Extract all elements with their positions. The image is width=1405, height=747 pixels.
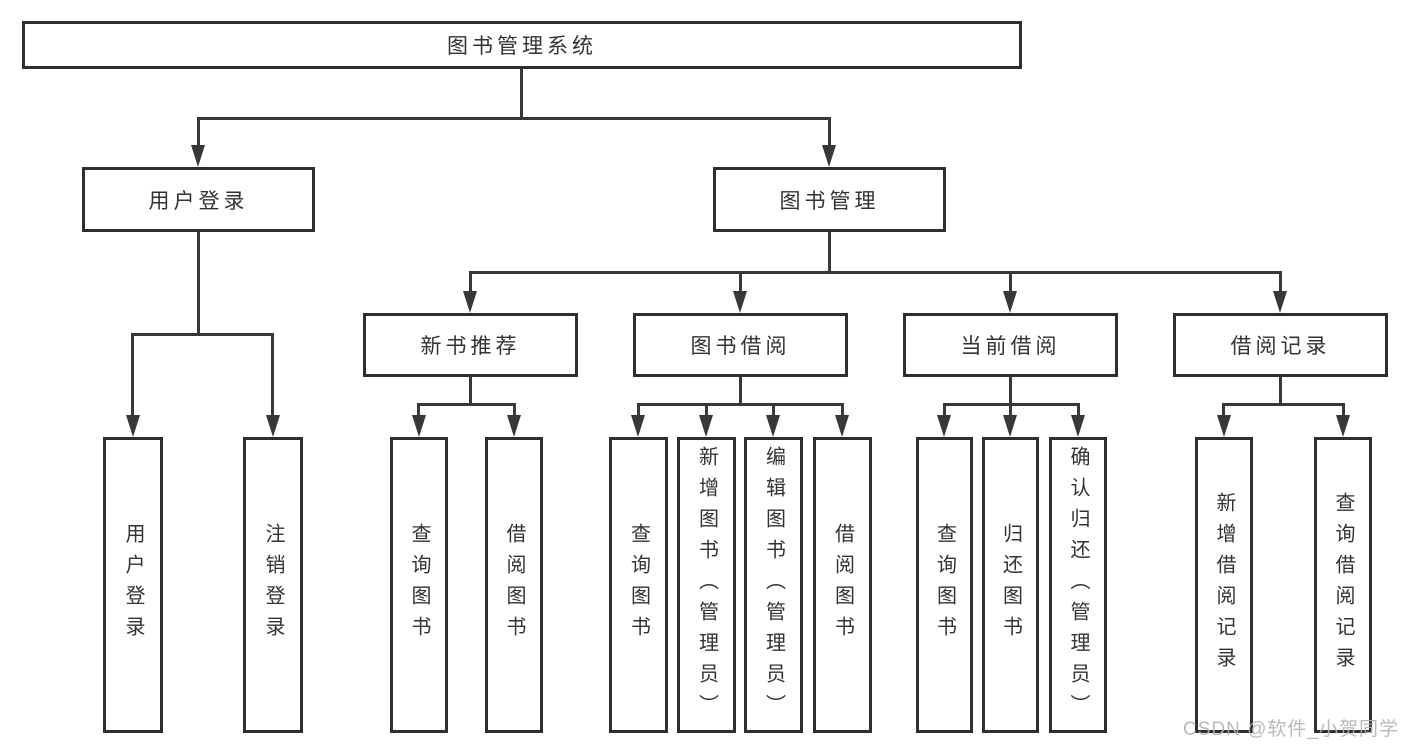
connector-drop-book-management (828, 117, 831, 147)
node-label: 借阅记录 (1230, 335, 1331, 358)
node-label: 查询图书 (408, 523, 430, 647)
connector-drop (1342, 403, 1345, 417)
node-leaf-edit-book-admin: 编辑图书（管理员） (744, 437, 803, 733)
node-leaf-logout: 注销登录 (243, 437, 303, 733)
connector-drop-book-borrow (739, 271, 742, 292)
node-label: 用户登录 (148, 189, 249, 213)
node-leaf-return-book: 归还图书 (982, 437, 1039, 733)
connector-drop (772, 403, 775, 417)
arrow-down-icon (766, 415, 780, 437)
node-leaf-confirm-return-admin: 确认归还（管理员） (1049, 437, 1107, 733)
connector-drop-new-book (469, 271, 472, 292)
connector-new-book-rail (417, 403, 516, 406)
arrow-down-icon (126, 415, 140, 437)
connector-drop-leaf-user-login (131, 333, 134, 415)
connector-drop (1222, 403, 1225, 417)
arrow-down-icon (733, 291, 747, 313)
node-book-borrowing: 图书借阅 (633, 313, 848, 377)
node-leaf-user-login: 用户登录 (103, 437, 163, 733)
connector-drop (841, 403, 844, 417)
arrow-down-icon (191, 145, 205, 167)
arrow-down-icon (1003, 415, 1017, 437)
node-label: 查询图书 (627, 523, 650, 647)
node-label: 图书借阅 (690, 335, 791, 358)
arrow-down-icon (1217, 415, 1231, 437)
connector-book-borrow-stem (739, 377, 742, 406)
arrow-down-icon (1273, 291, 1287, 313)
node-leaf-borrow-books-1: 借阅图书 (485, 437, 543, 733)
node-label: 注销登录 (262, 523, 284, 647)
node-user-login: 用户登录 (82, 167, 315, 232)
node-leaf-query-books-2: 查询图书 (609, 437, 668, 733)
node-leaf-borrow-books-2: 借阅图书 (813, 437, 872, 733)
arrow-down-icon (835, 415, 849, 437)
arrow-down-icon (266, 415, 280, 437)
arrow-down-icon (507, 415, 521, 437)
connector-drop-borrow-records (1279, 271, 1282, 292)
arrow-down-icon (412, 415, 426, 437)
connector-book-borrow-rail (637, 403, 844, 406)
node-leaf-add-borrow-record: 新增借阅记录 (1195, 437, 1253, 733)
connector-drop-leaf-logout (271, 333, 274, 415)
node-book-management: 图书管理 (713, 167, 946, 232)
connector-root-rail (197, 117, 831, 120)
node-leaf-add-book-admin: 新增图书（管理员） (677, 437, 736, 733)
connector-drop (1077, 403, 1080, 417)
arrow-down-icon (699, 415, 713, 437)
arrow-down-icon (463, 291, 477, 313)
node-label: 新增图书（管理员） (695, 445, 718, 725)
node-current-borrowing: 当前借阅 (903, 313, 1118, 377)
arrow-down-icon (631, 415, 645, 437)
arrow-down-icon (937, 415, 951, 437)
node-leaf-query-borrow-record: 查询借阅记录 (1314, 437, 1372, 733)
node-label: 查询借阅记录 (1332, 492, 1354, 678)
connector-book-management-stem (828, 232, 831, 274)
node-label: 用户登录 (122, 523, 144, 647)
node-borrowing-records: 借阅记录 (1173, 313, 1388, 377)
node-new-book-recommendation: 新书推荐 (363, 313, 578, 377)
node-label: 当前借阅 (960, 335, 1061, 358)
connector-drop (705, 403, 708, 417)
node-label: 确认归还（管理员） (1067, 445, 1089, 725)
connector-drop-user-login (197, 117, 200, 147)
connector-book-management-rail (469, 271, 1282, 274)
connector-drop (417, 403, 420, 417)
connector-drop (1009, 403, 1012, 417)
node-label: 图书管理系统 (447, 35, 597, 58)
arrow-down-icon (1071, 415, 1085, 437)
connector-drop (637, 403, 640, 417)
node-label: 图书管理 (779, 189, 880, 213)
connector-borrow-records-stem (1279, 377, 1282, 406)
connector-drop (513, 403, 516, 417)
connector-user-login-stem (197, 232, 200, 336)
node-label: 新增借阅记录 (1213, 492, 1235, 678)
node-label: 借阅图书 (503, 523, 525, 647)
connector-drop-current-borrow (1009, 271, 1012, 292)
node-leaf-query-books-1: 查询图书 (390, 437, 448, 733)
arrow-down-icon (1336, 415, 1350, 437)
node-label: 编辑图书（管理员） (762, 445, 785, 725)
node-label: 归还图书 (999, 523, 1022, 647)
watermark: CSDN @软件_小贺同学 (1183, 719, 1399, 740)
arrow-down-icon (822, 145, 836, 167)
connector-root-stem (520, 69, 523, 119)
node-label: 新书推荐 (420, 335, 521, 358)
connector-current-borrow-stem (1009, 377, 1012, 406)
arrow-down-icon (1003, 291, 1017, 313)
node-label: 借阅图书 (831, 523, 854, 647)
node-library-management-system: 图书管理系统 (22, 21, 1022, 69)
connector-borrow-records-rail (1222, 403, 1345, 406)
connector-user-login-rail (131, 333, 274, 336)
node-label: 查询图书 (933, 523, 956, 647)
connector-new-book-stem (469, 377, 472, 406)
node-leaf-query-books-3: 查询图书 (916, 437, 973, 733)
connector-drop (943, 403, 946, 417)
